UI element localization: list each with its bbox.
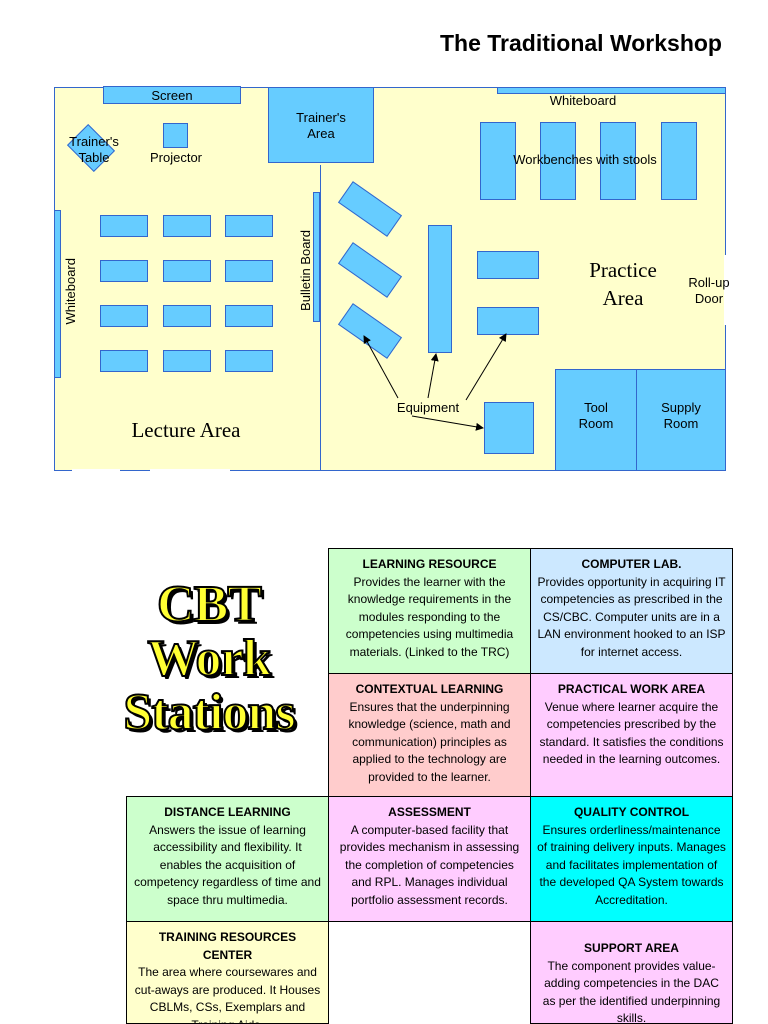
tool-room: Tool Room [555,369,637,471]
lecture-desk [225,350,273,372]
area-divider [320,165,321,471]
equipment-unit [428,225,452,353]
station-training-resources-center: TRAINING RESOURCES CENTER The area where… [126,921,329,1024]
station-quality-control: QUALITY CONTROL Ensures orderliness/main… [530,796,733,922]
station-learning-resource: LEARNING RESOURCE Provides the learner w… [328,548,531,674]
arrow-to-equipment [465,333,507,401]
station-contextual-learning: CONTEXTUAL LEARNING Ensures that the und… [328,673,531,797]
lecture-desk [163,305,211,327]
projector-label: Projector [149,150,203,165]
workbench [600,122,636,200]
lecture-desk [163,350,211,372]
whiteboard-top-label: Whiteboard [549,93,617,108]
entrance-gap-2 [150,469,230,473]
trainers-table-label: Trainer's Table [69,134,119,165]
lecture-area-label: Lecture Area [131,418,241,442]
station-distance-learning: DISTANCE LEARNING Answers the issue of l… [126,796,329,922]
whiteboard-left [54,210,61,378]
lecture-desk [225,305,273,327]
arrow-to-equipment [427,353,439,399]
lecture-desk [100,215,148,237]
screen: Screen [103,86,241,104]
equipment-label: Equipment [396,400,460,415]
lecture-desk [100,260,148,282]
workbench [540,122,576,200]
arrow-to-equipment [411,415,484,431]
rollup-door-label: Roll-up Door [688,275,730,306]
screen-label: Screen [151,88,193,103]
workbench [661,122,697,200]
lecture-desk [225,260,273,282]
station-support-area: SUPPORT AREA The component provides valu… [530,921,733,1024]
supply-room: Supply Room [636,369,726,471]
lecture-desk [100,350,148,372]
station-assessment: ASSESSMENT A computer-based facility tha… [328,796,531,922]
cbt-stations-heading: CBT Work Stations [122,576,296,741]
lecture-desk [225,215,273,237]
lecture-desk [163,260,211,282]
station-computer-lab: COMPUTER LAB. Provides opportunity in ac… [530,548,733,674]
page-title: The Traditional Workshop [440,30,722,56]
workbench [480,122,516,200]
projector [163,123,188,148]
lecture-desk [100,305,148,327]
entrance-gap-1 [72,469,120,473]
workbenches-label: Workbenches with stools [513,152,657,167]
equipment-unit [477,307,539,335]
bulletin-board [313,192,320,322]
rollup-door-gap [724,255,730,325]
lecture-desk [163,215,211,237]
practice-area-label: Practice Area [589,258,657,310]
equipment-arrows [363,333,507,431]
equipment-unit [484,402,534,454]
station-practical-work-area: PRACTICAL WORK AREA Venue where learner … [530,673,733,797]
trainers-area: Trainer's Area [268,87,374,163]
equipment-unit [477,251,539,279]
whiteboard-top [497,87,726,94]
arrow-to-equipment [363,335,399,399]
